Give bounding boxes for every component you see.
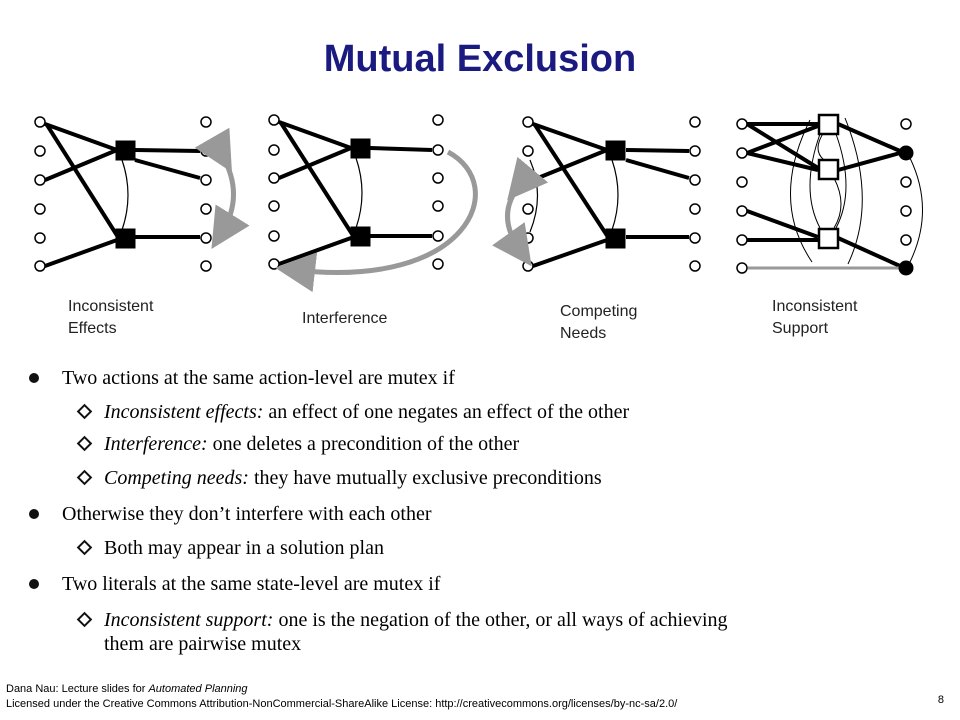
- caption-inconsistent-support-2: Support: [772, 320, 829, 337]
- sub-bullet-inconsistent-support: Inconsistent support: one is the negatio…: [76, 608, 728, 656]
- bullet-text: Two literals at the same state-level are…: [62, 573, 441, 595]
- definition: an effect of one negates an effect of th…: [263, 401, 630, 423]
- mutex-diagrams: Inconsistent Effects Interference: [34, 113, 923, 342]
- diagram-competing-needs: Competing Needs: [492, 116, 701, 342]
- bullet-text: Two actions at the same action-level are…: [62, 367, 455, 389]
- footer-license: Licensed under the Creative Commons Attr…: [6, 698, 678, 710]
- page-title: Mutual Exclusion: [323, 38, 637, 80]
- diamond-bullet-icon: [76, 403, 93, 420]
- bullet-dot-icon: [29, 509, 39, 519]
- sub-bullet-competing-needs: Competing needs: they have mutually excl…: [76, 466, 602, 490]
- diamond-bullet-icon: [76, 539, 93, 556]
- page-number: 8: [937, 694, 944, 706]
- definition: one is the negation of the other, or all…: [273, 609, 728, 631]
- bullet-actions-mutex: Two actions at the same action-level are…: [29, 366, 455, 390]
- bullet-dot-icon: [29, 373, 39, 383]
- diamond-bullet-icon: [76, 469, 93, 486]
- bullet-literals-mutex: Two literals at the same state-level are…: [29, 572, 441, 596]
- diagram-interference: Interference: [268, 114, 478, 327]
- footer-book-title: Automated Planning: [148, 683, 248, 695]
- sub-bullet-solution-plan: Both may appear in a solution plan: [76, 536, 384, 560]
- definition: one deletes a precondition of the other: [207, 433, 520, 455]
- term: Inconsistent effects:: [104, 401, 264, 423]
- caption-competing-needs-1: Competing: [560, 303, 637, 320]
- caption-inconsistent-effects-1: Inconsistent: [68, 298, 154, 315]
- bullet-text: Both may appear in a solution plan: [104, 537, 384, 559]
- caption-competing-needs-2: Needs: [560, 325, 606, 342]
- diagram-inconsistent-support: Inconsistent Support: [736, 113, 923, 337]
- sub-bullet-inconsistent-effects: Inconsistent effects: an effect of one n…: [76, 400, 630, 424]
- term: Interference:: [104, 433, 208, 455]
- definition: they have mutually exclusive preconditio…: [248, 467, 602, 489]
- term: Competing needs:: [104, 467, 249, 489]
- definition-continued: them are pairwise mutex: [104, 633, 302, 655]
- sub-bullet-interference: Interference: one deletes a precondition…: [76, 432, 520, 456]
- bullet-otherwise: Otherwise they don’t interfere with each…: [29, 502, 432, 526]
- bullet-dot-icon: [29, 579, 39, 589]
- diagram-inconsistent-effects: Inconsistent Effects: [34, 116, 250, 337]
- diamond-bullet-icon: [76, 611, 93, 628]
- caption-inconsistent-support-1: Inconsistent: [772, 298, 858, 315]
- term: Inconsistent support:: [104, 609, 274, 631]
- caption-inconsistent-effects-2: Effects: [68, 320, 117, 337]
- footer-credits: Dana Nau: Lecture slides for Automated P…: [6, 682, 677, 712]
- bullet-text: Otherwise they don’t interfere with each…: [62, 503, 432, 525]
- caption-interference: Interference: [302, 310, 387, 327]
- diamond-bullet-icon: [76, 435, 93, 452]
- footer-author: Dana Nau: Lecture slides for: [6, 683, 149, 695]
